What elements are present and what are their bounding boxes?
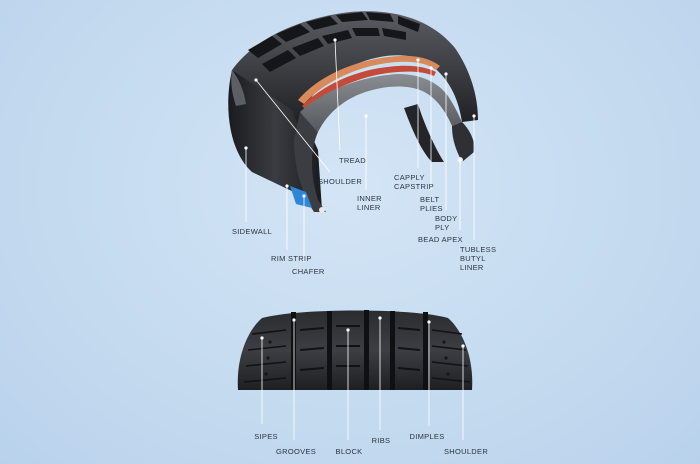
belt-layer bbox=[302, 65, 436, 110]
body-ply-layer bbox=[300, 74, 462, 132]
label-tubless-butyl-liner: TUBLESS BUTYL LINER bbox=[460, 245, 497, 272]
label-sipes: SIPES bbox=[254, 432, 278, 441]
chafer-strip bbox=[290, 186, 312, 208]
label-body-ply: BODY PLY bbox=[435, 214, 458, 232]
label-chafer: CHAFER bbox=[292, 267, 325, 276]
label-inner-liner: INNER LINER bbox=[357, 194, 382, 212]
tread-blocks bbox=[248, 12, 420, 72]
label-dimples: DIMPLES bbox=[409, 432, 445, 441]
bead-wire-left bbox=[319, 207, 325, 213]
label-ribs: RIBS bbox=[371, 436, 391, 445]
tread-band bbox=[232, 11, 478, 130]
leader-lines bbox=[244, 38, 476, 440]
tire-cutaway bbox=[228, 11, 478, 213]
capply-layer bbox=[298, 55, 440, 104]
label-bead-apex: BEAD APEX bbox=[418, 235, 463, 244]
label-capply-capstrip: CAPPLY CAPSTRIP bbox=[394, 173, 434, 191]
right-sidewall bbox=[452, 122, 475, 162]
tire-tread-view bbox=[237, 310, 473, 390]
label-grooves: GROOVES bbox=[275, 447, 317, 456]
label-shoulder-tread: SHOULDER bbox=[443, 447, 489, 456]
label-tread: TREAD bbox=[339, 156, 366, 165]
label-sidewall: SIDEWALL bbox=[232, 227, 273, 236]
label-belt-plies: BELT PLIES bbox=[420, 195, 443, 213]
label-shoulder-cutaway: SHOULDER bbox=[318, 177, 363, 186]
label-rim-strip: RIM STRIP bbox=[271, 254, 312, 263]
label-block: BLOCK bbox=[335, 447, 363, 456]
